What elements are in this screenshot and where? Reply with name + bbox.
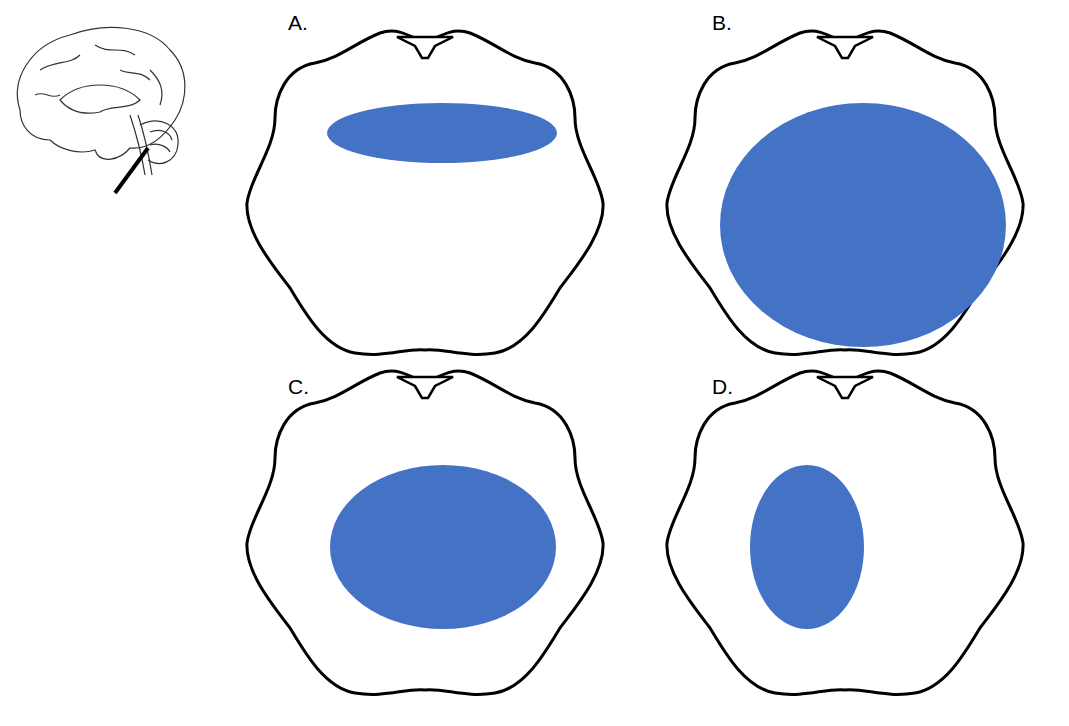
brainstem-section — [247, 31, 603, 354]
panel-label: B. — [712, 12, 732, 33]
panel-label: C. — [288, 376, 309, 397]
section-line — [115, 148, 148, 193]
panel-label: A. — [288, 12, 308, 33]
brainstem-section — [247, 371, 603, 694]
brainstem-section — [667, 371, 1023, 694]
brainstem-section — [667, 31, 1023, 354]
brain-sketch — [17, 27, 184, 175]
panel-label: D. — [712, 376, 733, 397]
